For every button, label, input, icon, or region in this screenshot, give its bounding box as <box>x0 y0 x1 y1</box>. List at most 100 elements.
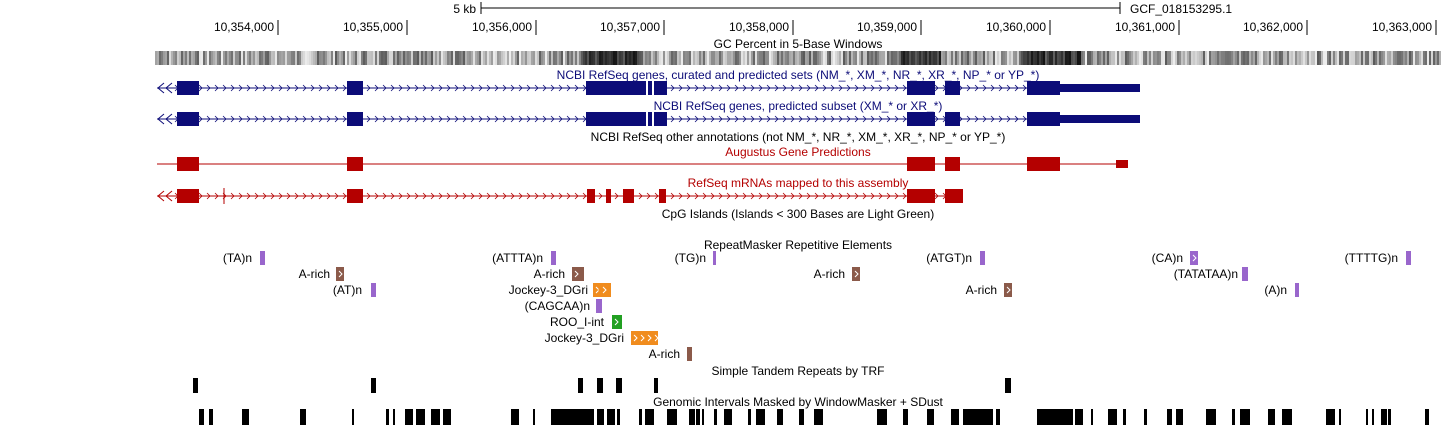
exon[interactable] <box>907 81 935 95</box>
ncbi-predicted-gene[interactable] <box>157 112 1140 126</box>
masked-interval[interactable] <box>1388 409 1391 425</box>
masked-interval[interactable] <box>242 409 249 425</box>
exon[interactable] <box>654 81 667 95</box>
utr[interactable] <box>1060 84 1140 92</box>
masked-interval[interactable] <box>996 409 1000 425</box>
masked-interval[interactable] <box>799 409 804 425</box>
masked-interval[interactable] <box>814 409 823 425</box>
repeat-block[interactable] <box>612 315 622 329</box>
refseq-mrna-label[interactable]: RefSeq mRNAs mapped to this assembly <box>688 176 909 190</box>
masked-interval[interactable] <box>963 409 993 425</box>
repeat-block[interactable] <box>336 267 344 281</box>
masked-interval[interactable] <box>903 409 908 425</box>
masked-interval[interactable] <box>756 409 765 425</box>
trf-label[interactable]: Simple Tandem Repeats by TRF <box>712 364 885 378</box>
exon[interactable] <box>659 189 666 203</box>
augustus-gene[interactable] <box>157 157 1128 171</box>
trf-repeat[interactable] <box>193 378 198 393</box>
trf-repeat[interactable] <box>371 378 376 393</box>
masked-interval[interactable] <box>1075 409 1083 425</box>
masked-interval[interactable] <box>1326 409 1335 425</box>
masked-interval[interactable] <box>199 409 204 425</box>
masked-interval[interactable] <box>597 409 604 425</box>
exon[interactable] <box>586 81 646 95</box>
masked-interval[interactable] <box>645 409 654 425</box>
masked-interval[interactable] <box>1144 409 1147 425</box>
exon[interactable] <box>648 81 652 95</box>
masked-interval[interactable] <box>1176 409 1183 425</box>
repeat-block[interactable] <box>980 251 985 265</box>
utr[interactable] <box>1060 115 1140 123</box>
exon[interactable] <box>1027 157 1060 171</box>
exon[interactable] <box>623 189 634 203</box>
masked-interval[interactable] <box>1167 409 1172 425</box>
masked-interval[interactable] <box>1339 409 1341 425</box>
ncbi-curated-gene[interactable] <box>157 81 1140 95</box>
repeat-block[interactable] <box>371 283 376 297</box>
exon[interactable] <box>1116 160 1128 168</box>
masked-interval[interactable] <box>702 409 704 425</box>
exon[interactable] <box>1027 81 1060 95</box>
exon[interactable] <box>907 157 935 171</box>
exon[interactable] <box>177 112 199 126</box>
exon[interactable] <box>648 112 652 126</box>
exon[interactable] <box>177 157 199 171</box>
repeat-block[interactable] <box>551 251 556 265</box>
ncbi-other-label[interactable]: NCBI RefSeq other annotations (not NM_*,… <box>591 130 1006 144</box>
masked-interval[interactable] <box>748 409 751 425</box>
exon[interactable] <box>654 112 667 126</box>
trf-repeat[interactable] <box>578 378 583 393</box>
exon[interactable] <box>945 112 960 126</box>
masked-interval[interactable] <box>689 409 695 425</box>
repeat-block[interactable] <box>1242 267 1248 281</box>
trf-track[interactable] <box>193 378 1011 393</box>
exon[interactable] <box>945 189 963 203</box>
masked-interval[interactable] <box>393 409 395 425</box>
masked-interval[interactable] <box>1108 409 1117 425</box>
cpg-label[interactable]: CpG Islands (Islands < 300 Bases are Lig… <box>662 207 934 221</box>
exon[interactable] <box>347 81 363 95</box>
exon[interactable] <box>945 81 960 95</box>
masked-interval[interactable] <box>1123 409 1126 425</box>
exon[interactable] <box>587 189 595 203</box>
repeat-block[interactable] <box>687 347 692 361</box>
repeat-block[interactable] <box>260 251 265 265</box>
refseq-mrna-gene[interactable] <box>157 188 963 204</box>
masked-interval[interactable] <box>300 409 306 425</box>
exon[interactable] <box>907 189 935 203</box>
masked-interval[interactable] <box>696 409 700 425</box>
masked-interval[interactable] <box>1372 409 1374 425</box>
masked-interval[interactable] <box>551 409 591 425</box>
masked-interval[interactable] <box>617 409 620 425</box>
exon[interactable] <box>177 189 199 203</box>
exon[interactable] <box>177 81 199 95</box>
masked-interval[interactable] <box>927 409 934 425</box>
exon[interactable] <box>945 157 960 171</box>
trf-repeat[interactable] <box>597 378 603 393</box>
repeat-block[interactable] <box>713 251 716 265</box>
ncbi-curated-label[interactable]: NCBI RefSeq genes, curated and predicted… <box>557 68 1040 82</box>
masked-interval[interactable] <box>724 409 732 425</box>
masked-interval[interactable] <box>416 409 425 425</box>
gc-percent-label[interactable]: GC Percent in 5-Base Windows <box>714 37 883 51</box>
masked-interval[interactable] <box>511 409 519 425</box>
repeatmasker-elements[interactable]: (TA)n(ATTTA)n(TG)n(ATGT)n(CA)n(TTTTG)nA-… <box>223 251 1411 361</box>
masked-interval[interactable] <box>533 409 535 425</box>
masked-interval[interactable] <box>877 409 887 425</box>
masked-interval[interactable] <box>1381 409 1387 425</box>
exon[interactable] <box>1027 112 1060 126</box>
ncbi-predicted-label[interactable]: NCBI RefSeq genes, predicted subset (XM_… <box>654 99 943 113</box>
exon[interactable] <box>586 112 646 126</box>
masked-interval[interactable] <box>1038 409 1072 425</box>
trf-repeat[interactable] <box>616 378 622 393</box>
masked-interval[interactable] <box>431 409 440 425</box>
repeatmasker-label[interactable]: RepeatMasker Repetitive Elements <box>704 238 892 252</box>
exon[interactable] <box>347 112 363 126</box>
masked-interval[interactable] <box>1268 409 1275 425</box>
masked-interval[interactable] <box>714 409 717 425</box>
masked-interval[interactable] <box>352 409 354 425</box>
gc-percent-track[interactable] <box>155 51 1441 65</box>
masked-interval[interactable] <box>667 409 677 425</box>
